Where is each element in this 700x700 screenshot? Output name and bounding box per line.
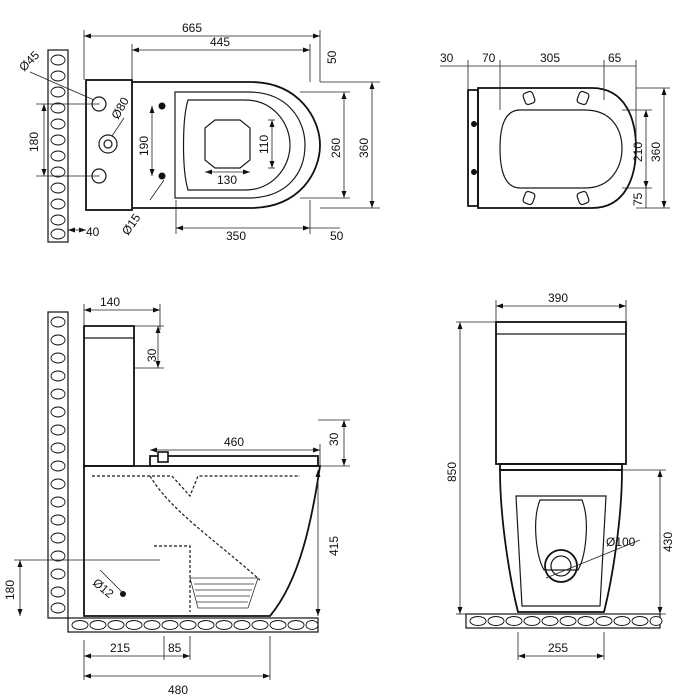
side-floor-stones: [71, 620, 319, 630]
dim-850: 850: [445, 462, 459, 482]
inlet-hole: [98, 134, 118, 154]
outlet-path: [154, 545, 191, 612]
dim-50-bottom: 50: [330, 229, 344, 243]
dim-350: 350: [226, 229, 246, 243]
dim-40: 40: [86, 225, 100, 239]
dim-260: 260: [329, 138, 343, 158]
dim-445: 445: [210, 35, 230, 49]
front-tank: [495, 321, 627, 465]
hinge-block: [467, 89, 479, 207]
dim-seat-30: 30: [440, 51, 454, 65]
side-tank: [83, 325, 135, 467]
bowl-rim: [174, 91, 306, 199]
dim-130: 130: [217, 173, 237, 187]
dim-665: 665: [182, 21, 202, 35]
dim-side-30-seat: 30: [327, 432, 341, 446]
wall-section: [47, 49, 69, 243]
bowl-inner: [182, 99, 291, 191]
dim-seat-360: 360: [649, 142, 663, 162]
side-pipe-dot: [120, 591, 126, 597]
dim-190: 190: [137, 136, 151, 156]
dim-seat-65: 65: [608, 51, 622, 65]
seat-bumpers: [522, 90, 590, 206]
front-view: 390 850 430 Ø100 255: [445, 291, 675, 660]
bowl-outline: [132, 81, 321, 209]
fix-hole-upper: [158, 102, 166, 110]
dim-d80: Ø80: [108, 95, 132, 122]
dim-seat-70: 70: [482, 51, 496, 65]
dim-460: 460: [224, 435, 244, 449]
bowl-outlet: [204, 119, 251, 169]
side-wall-stones: [50, 316, 66, 614]
seat-outline: [477, 87, 637, 209]
side-view: 140 30 30 460 415 180 Ø12 215 85 480: [3, 295, 350, 697]
dim-d45: Ø45: [16, 48, 42, 74]
dim-110: 110: [257, 135, 271, 154]
dim-seat-305: 305: [540, 51, 560, 65]
dim-side-180: 180: [3, 580, 17, 600]
front-trap: [535, 499, 587, 571]
trap-path: [149, 475, 261, 581]
dim-seat-210: 210: [631, 142, 645, 162]
dim-side-30-lid: 30: [145, 348, 159, 362]
top-view: 665 445 50 Ø45 Ø80 180 190 110 130 260 3…: [16, 21, 380, 243]
front-floor-stones: [469, 616, 663, 626]
dim-d100: Ø100: [606, 535, 636, 549]
dim-85: 85: [168, 641, 182, 655]
wall-stones: [50, 54, 66, 240]
side-bowl: [83, 465, 322, 617]
dim-255: 255: [548, 641, 568, 655]
dim-215: 215: [110, 641, 130, 655]
dim-seat-75: 75: [631, 192, 645, 206]
water-trap: [189, 577, 259, 609]
dim-d12: Ø12: [90, 576, 117, 602]
front-bowl-inner: [515, 495, 607, 607]
seat-opening: [499, 109, 623, 189]
dim-390: 390: [548, 291, 568, 305]
fix-hole-lower: [158, 172, 166, 180]
front-outlet-inner: [550, 555, 572, 577]
front-outlet: [544, 549, 578, 583]
dim-d15: Ø15: [119, 211, 144, 238]
dim-180: 180: [27, 132, 41, 152]
dim-415: 415: [327, 536, 341, 556]
front-bowl: [499, 469, 623, 613]
hinge-pin-lower: [471, 169, 477, 175]
dim-430: 430: [661, 532, 675, 552]
rim-channel: [92, 475, 300, 498]
tank-top: [85, 79, 133, 211]
seat-view: 30 70 305 65 210 360 75: [440, 51, 670, 209]
dim-360: 360: [357, 138, 371, 158]
inlet-inner: [103, 139, 113, 149]
side-seat: [149, 455, 319, 467]
water-hatch: [194, 583, 254, 603]
dim-140: 140: [100, 295, 120, 309]
side-hinge: [157, 451, 169, 463]
dim-480: 480: [168, 683, 188, 697]
dim-50-top: 50: [325, 50, 339, 64]
hinge-pin-upper: [471, 121, 477, 127]
